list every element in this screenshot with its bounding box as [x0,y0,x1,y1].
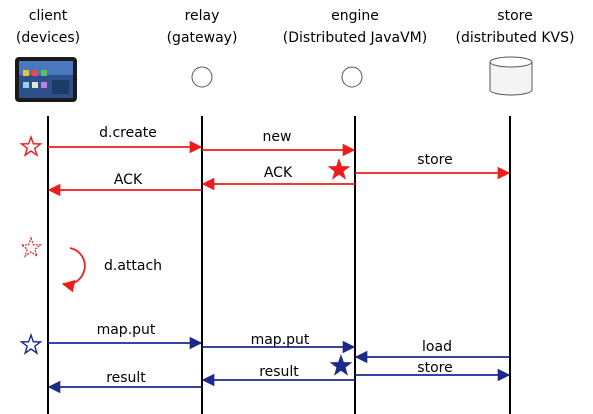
store-subtitle: (distributed KVS) [456,30,575,46]
message-label: map.put [97,322,156,338]
tablet-device-icon [15,57,77,102]
engine-node-icon [341,66,363,88]
engine-subtitle: (Distributed JavaVM) [283,30,427,46]
relay-title: relay [185,8,220,24]
message-label: store [417,152,452,168]
relay-node-icon [191,66,213,88]
message-label: result [259,364,299,380]
star-outline-icon [19,236,43,258]
message-label: load [422,339,452,355]
message-label: new [263,129,292,145]
message-label: ACK [114,172,143,188]
client-title: client [29,8,68,24]
message-label: result [106,370,146,386]
relay-subtitle: (gateway) [167,30,238,46]
message-label: ACK [264,165,293,181]
star-outline-icon [19,332,43,355]
star-outline-icon [19,134,43,157]
star-filled-icon [329,354,353,376]
store-title: store [497,8,532,24]
engine-title: engine [331,8,379,24]
star-filled-icon [327,158,351,180]
message-label: store [417,360,452,376]
client-subtitle: (devices) [16,30,80,46]
self-loop-arrow [61,247,86,293]
message-label: map.put [251,332,310,348]
message-label: d.attach [104,258,162,274]
message-label: d.create [99,125,157,141]
database-icon [489,56,533,96]
